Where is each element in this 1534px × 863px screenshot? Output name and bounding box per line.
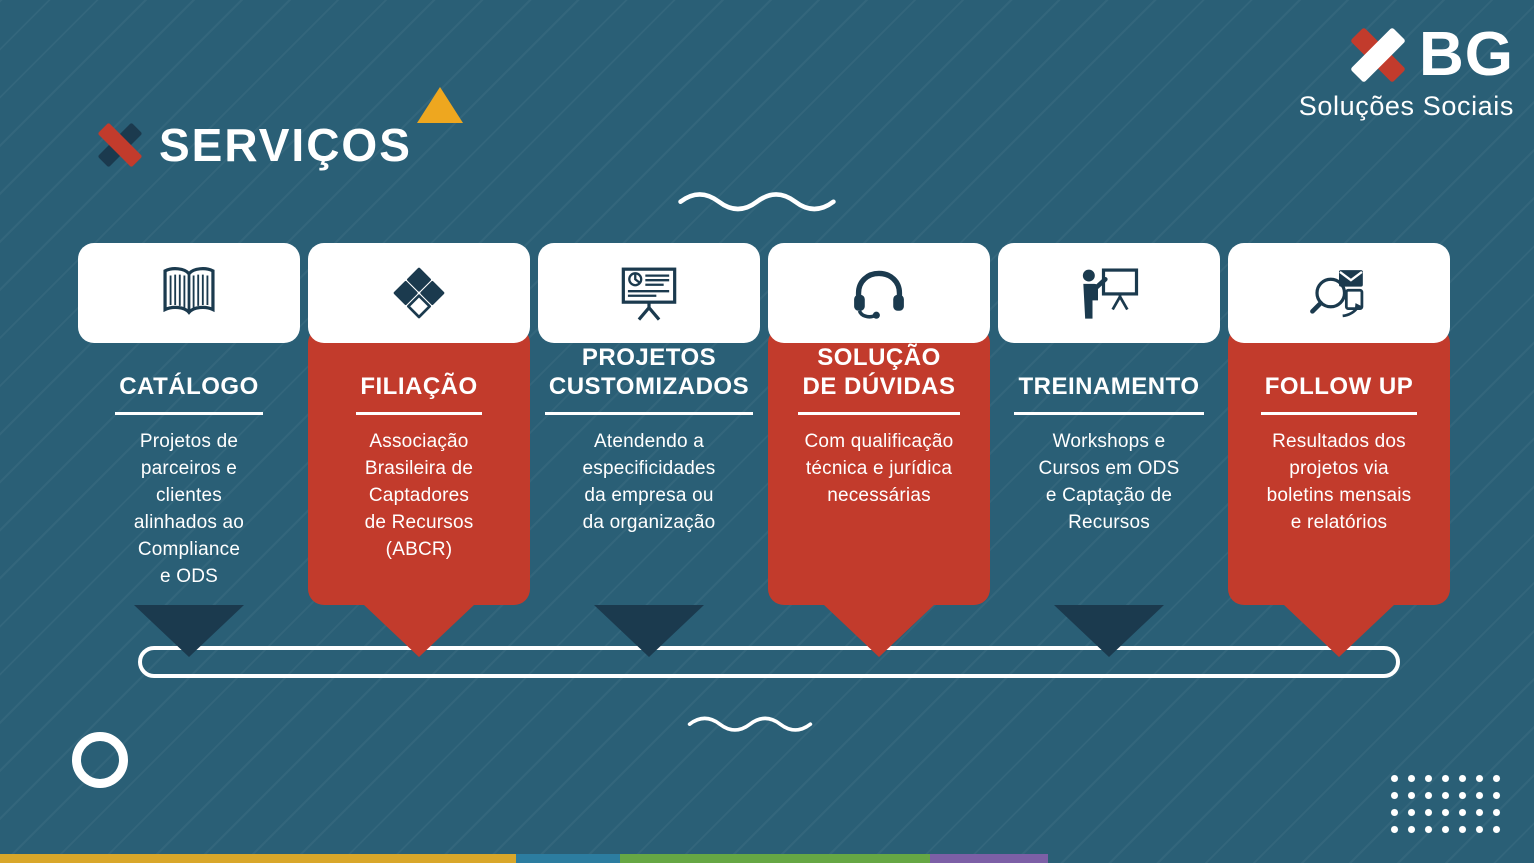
card-title: CATÁLOGO [115, 373, 263, 415]
card-body: Com qualificação técnica e jurídica nece… [804, 431, 954, 506]
brand-tagline: Soluções Sociais [1298, 91, 1514, 121]
pointer-triangle [824, 605, 934, 657]
footer-stripe-yellow [0, 854, 516, 863]
card-icon-box [768, 243, 990, 343]
circle-ornament [72, 732, 128, 788]
service-card-treinamento: TREINAMENTO Workshops e Cursos em ODS e … [998, 243, 1220, 657]
pointer-triangle [134, 605, 244, 657]
card-body: Workshops e Cursos em ODS e Captação de … [1038, 431, 1180, 533]
pointer-triangle [364, 605, 474, 657]
card-icon-box [538, 243, 760, 343]
pointer-triangle [1284, 605, 1394, 657]
pointer-triangle [1054, 605, 1164, 657]
accent-triangle [417, 87, 463, 123]
card-icon-box [308, 243, 530, 343]
pointer-triangle [594, 605, 704, 657]
timeline-bar [138, 646, 1400, 678]
brand-name: BG [1419, 20, 1514, 89]
service-card-follow-up: FOLLOW UP Resultados dos projetos via bo… [1228, 243, 1450, 657]
squiggle-bottom-icon [687, 716, 813, 732]
trainer-board-icon [1082, 268, 1139, 319]
card-title: PROJETOS CUSTOMIZADOS [544, 344, 754, 415]
footer-stripe-purple [930, 854, 1048, 863]
headset-icon [854, 270, 904, 319]
card-body: Associação Brasileira de Captadores de R… [364, 431, 474, 560]
card-icon-box [1228, 243, 1450, 343]
footer-stripe-blue [516, 854, 620, 863]
card-title: TREINAMENTO [1014, 373, 1204, 415]
footer-stripe-green [620, 854, 930, 863]
card-body: Resultados dos projetos via boletins men… [1266, 431, 1412, 533]
card-title: SOLUÇÃO DE DÚVIDAS [798, 344, 960, 415]
dot-grid-ornament [1386, 770, 1504, 840]
service-card-solucao-de-duvidas: SOLUÇÃO DE DÚVIDAS Com qualificação técn… [768, 243, 990, 657]
card-icon-box [998, 243, 1220, 343]
service-card-catalogo: CATÁLOGO Projetos de parceiros e cliente… [78, 243, 300, 657]
presentation-board-icon [621, 267, 677, 321]
x-mark-icon [98, 123, 142, 167]
brand-x-mark-icon [1351, 28, 1405, 82]
card-body: Projetos de parceiros e clientes alinhad… [133, 431, 245, 587]
service-card-filiacao: FILIAÇÃO Associação Brasileira de Captad… [308, 243, 530, 657]
card-red-panel [768, 327, 990, 605]
squiggle-top-icon [678, 192, 836, 212]
open-book-icon [163, 267, 215, 315]
page-title: SERVIÇOS [159, 119, 412, 171]
card-red-panel [308, 327, 530, 605]
brand-logo: BG Soluções Sociais [1299, 24, 1514, 122]
card-title: FOLLOW UP [1260, 373, 1418, 415]
card-red-panel [1228, 327, 1450, 605]
card-title: FILIAÇÃO [356, 373, 482, 415]
magnifier-report-icon [1310, 270, 1364, 318]
card-body: Atendendo a especificidades da empresa o… [582, 431, 716, 533]
diamond-cluster-icon [393, 267, 445, 319]
card-icon-box [78, 243, 300, 343]
header: SERVIÇOS [95, 118, 412, 172]
service-card-projetos-customizados: PROJETOS CUSTOMIZADOS Atendendo a especi… [538, 243, 760, 657]
